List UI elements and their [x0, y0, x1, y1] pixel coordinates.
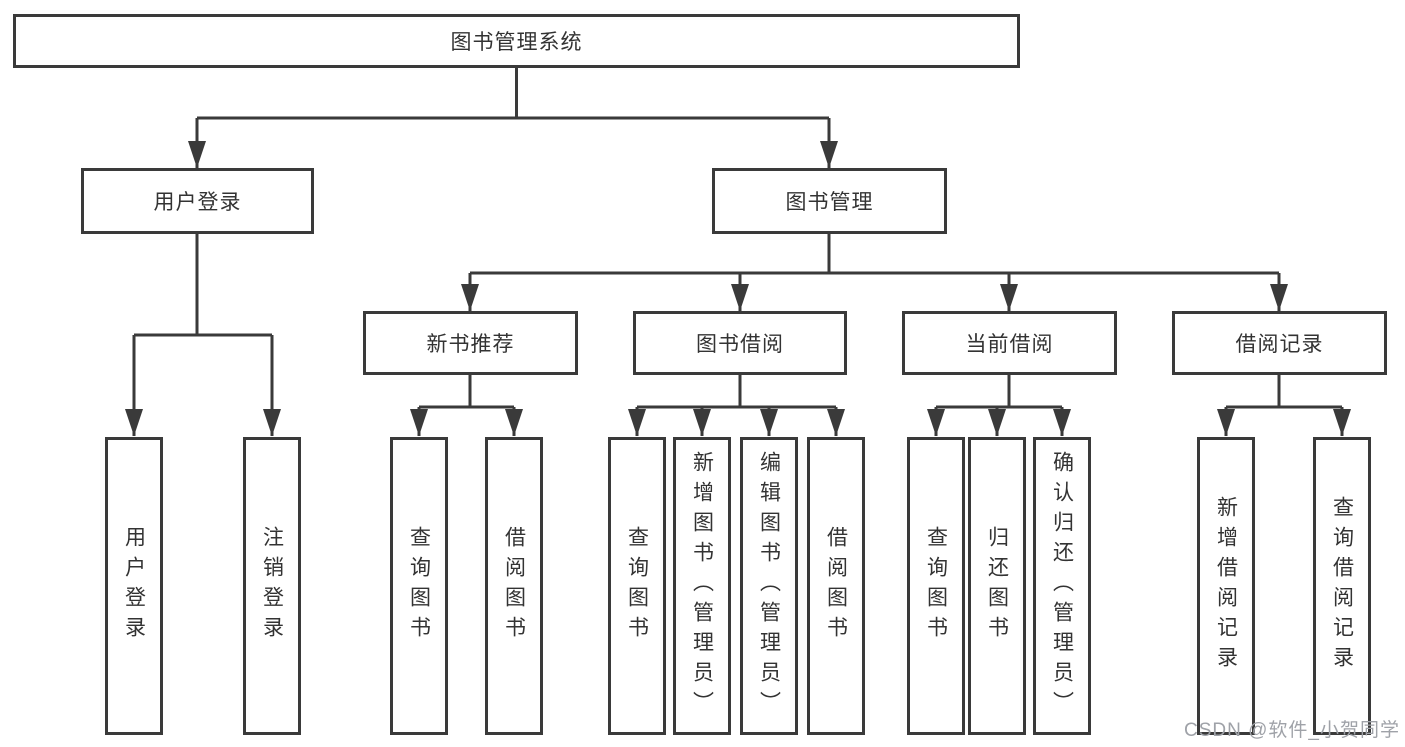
connector-book-borrowing-children	[628, 375, 845, 436]
node-new-book-recommend-label: 新书推荐	[426, 333, 515, 356]
leaf-query-borrow-record: 查询借阅记录	[1313, 437, 1371, 735]
leaf-query-books-current-label: 查询图书	[924, 526, 948, 646]
node-book-management: 图书管理	[712, 168, 947, 234]
node-user-login: 用户登录	[81, 168, 314, 234]
leaf-confirm-return-admin-label: 确认归还（管理员）	[1050, 451, 1074, 721]
leaf-edit-books-admin-label: 编辑图书（管理员）	[757, 451, 781, 721]
node-book-borrowing-label: 图书借阅	[696, 333, 784, 356]
node-new-book-recommend: 新书推荐	[363, 311, 578, 375]
leaf-edit-books-admin: 编辑图书（管理员）	[740, 437, 798, 735]
connector-borrowing-records-children	[1217, 375, 1351, 436]
csdn-watermark: CSDN @软件_小贺同学	[1184, 720, 1400, 741]
node-user-login-label: 用户登录	[153, 191, 242, 214]
node-book-management-label: 图书管理	[785, 191, 874, 214]
leaf-query-books-recommend-label: 查询图书	[407, 526, 431, 646]
leaf-query-books-recommend: 查询图书	[390, 437, 448, 735]
connector-root-to-level1	[188, 68, 838, 168]
node-book-borrowing: 图书借阅	[633, 311, 847, 375]
connector-new-book-recommend-children	[410, 375, 523, 436]
node-root-label: 图书管理系统	[450, 31, 583, 54]
leaf-logout-login-label: 注销登录	[260, 526, 284, 646]
leaf-query-books-current: 查询图书	[907, 437, 965, 735]
leaf-add-books-admin: 新增图书（管理员）	[673, 437, 731, 735]
node-borrowing-records-label: 借阅记录	[1235, 333, 1324, 356]
leaf-borrow-books-recommend-label: 借阅图书	[502, 526, 526, 646]
leaf-return-books: 归还图书	[968, 437, 1026, 735]
leaf-add-borrow-record-label: 新增借阅记录	[1214, 496, 1238, 676]
leaf-confirm-return-admin: 确认归还（管理员）	[1033, 437, 1091, 735]
leaf-user-login: 用户登录	[105, 437, 163, 735]
leaf-return-books-label: 归还图书	[985, 526, 1009, 646]
node-borrowing-records: 借阅记录	[1172, 311, 1387, 375]
leaf-add-books-admin-label: 新增图书（管理员）	[690, 451, 714, 721]
leaf-query-borrow-record-label: 查询借阅记录	[1330, 496, 1354, 676]
node-current-borrowing-label: 当前借阅	[965, 333, 1054, 356]
leaf-borrow-books-borrowing-label: 借阅图书	[824, 526, 848, 646]
leaf-logout-login: 注销登录	[243, 437, 301, 735]
leaf-query-books-borrowing-label: 查询图书	[625, 526, 649, 646]
leaf-borrow-books-recommend: 借阅图书	[485, 437, 543, 735]
node-root: 图书管理系统	[13, 14, 1020, 68]
leaf-add-borrow-record: 新增借阅记录	[1197, 437, 1255, 735]
leaf-user-login-label: 用户登录	[122, 526, 146, 646]
connector-current-borrowing-children	[927, 375, 1071, 436]
leaf-borrow-books-borrowing: 借阅图书	[807, 437, 865, 735]
node-current-borrowing: 当前借阅	[902, 311, 1117, 375]
leaf-query-books-borrowing: 查询图书	[608, 437, 666, 735]
connector-book-management-children	[461, 234, 1288, 311]
connector-user-login-children	[125, 234, 281, 436]
